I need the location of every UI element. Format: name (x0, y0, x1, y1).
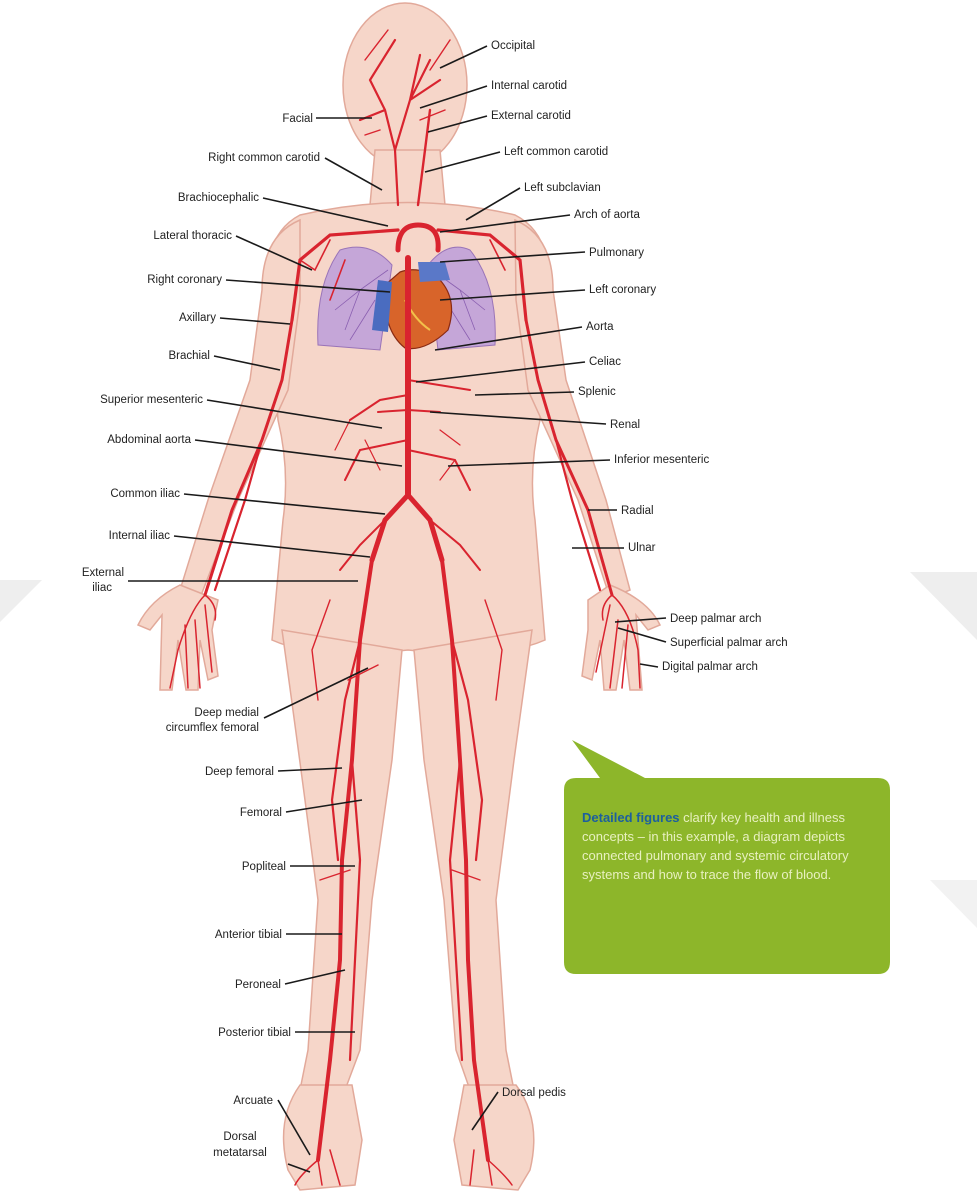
label-lateral-thoracic: Lateral thoracic (153, 230, 232, 242)
label-digital-palmar-arch: Digital palmar arch (662, 661, 758, 673)
neck (370, 150, 445, 205)
label-superior-mesenteric: Superior mesenteric (100, 394, 203, 406)
right-hand (138, 585, 218, 690)
label-inferior-mesenteric: Inferior mesenteric (614, 454, 709, 466)
label-left-common-carotid: Left common carotid (504, 146, 608, 158)
callout-title: Detailed figures (582, 810, 680, 825)
label-right-coronary: Right coronary (147, 274, 222, 286)
label-facial: Facial (282, 113, 313, 125)
label-arch-of-aorta: Arch of aorta (574, 209, 640, 221)
right-edge-arrow-lower (930, 880, 977, 928)
label-right-common-carotid: Right common carotid (208, 152, 320, 164)
label-ulnar: Ulnar (628, 542, 656, 554)
label-anterior-tibial: Anterior tibial (215, 929, 282, 941)
label-external-carotid: External carotid (491, 110, 571, 122)
label-external-iliac-2: iliac (92, 582, 112, 594)
left-foot (454, 1085, 534, 1190)
label-splenic: Splenic (578, 386, 616, 398)
label-deep-medial-circumflex-2: circumflex femoral (166, 722, 259, 734)
label-brachiocephalic: Brachiocephalic (178, 192, 259, 204)
label-deep-palmar-arch: Deep palmar arch (670, 613, 761, 625)
label-abdominal-aorta: Abdominal aorta (107, 434, 191, 446)
label-popliteal: Popliteal (242, 861, 286, 873)
right-edge-arrow (910, 572, 977, 640)
label-peroneal: Peroneal (235, 979, 281, 991)
callout-text: Detailed figures clarify key health and … (582, 808, 880, 884)
label-aorta: Aorta (586, 321, 614, 333)
label-axillary: Axillary (179, 312, 216, 324)
label-deep-femoral: Deep femoral (205, 766, 274, 778)
label-femoral: Femoral (240, 807, 282, 819)
label-radial: Radial (621, 505, 654, 517)
head (343, 3, 467, 167)
label-superficial-palmar-arch: Superficial palmar arch (670, 637, 788, 649)
label-left-coronary: Left coronary (589, 284, 656, 296)
left-edge-arrow (0, 580, 42, 622)
label-internal-iliac: Internal iliac (109, 530, 171, 542)
label-deep-medial-circumflex-1: Deep medial (194, 707, 259, 719)
label-renal: Renal (610, 419, 640, 431)
label-internal-carotid: Internal carotid (491, 80, 567, 92)
label-brachial: Brachial (168, 350, 210, 362)
label-dorsal-pedis: Dorsal pedis (502, 1087, 566, 1099)
label-posterior-tibial: Posterior tibial (218, 1027, 291, 1039)
label-occipital: Occipital (491, 40, 535, 52)
label-pulmonary: Pulmonary (589, 247, 644, 259)
label-left-subclavian: Left subclavian (524, 182, 601, 194)
label-dorsal-metatarsal-2: metatarsal (213, 1147, 267, 1159)
label-common-iliac: Common iliac (110, 488, 180, 500)
heart-pulmonary-trunk (418, 262, 450, 282)
label-arcuate: Arcuate (233, 1095, 273, 1107)
label-external-iliac-1: External (82, 567, 124, 579)
right-foot (284, 1085, 362, 1190)
label-dorsal-metatarsal-1: Dorsal (223, 1131, 256, 1143)
label-celiac: Celiac (589, 356, 621, 368)
